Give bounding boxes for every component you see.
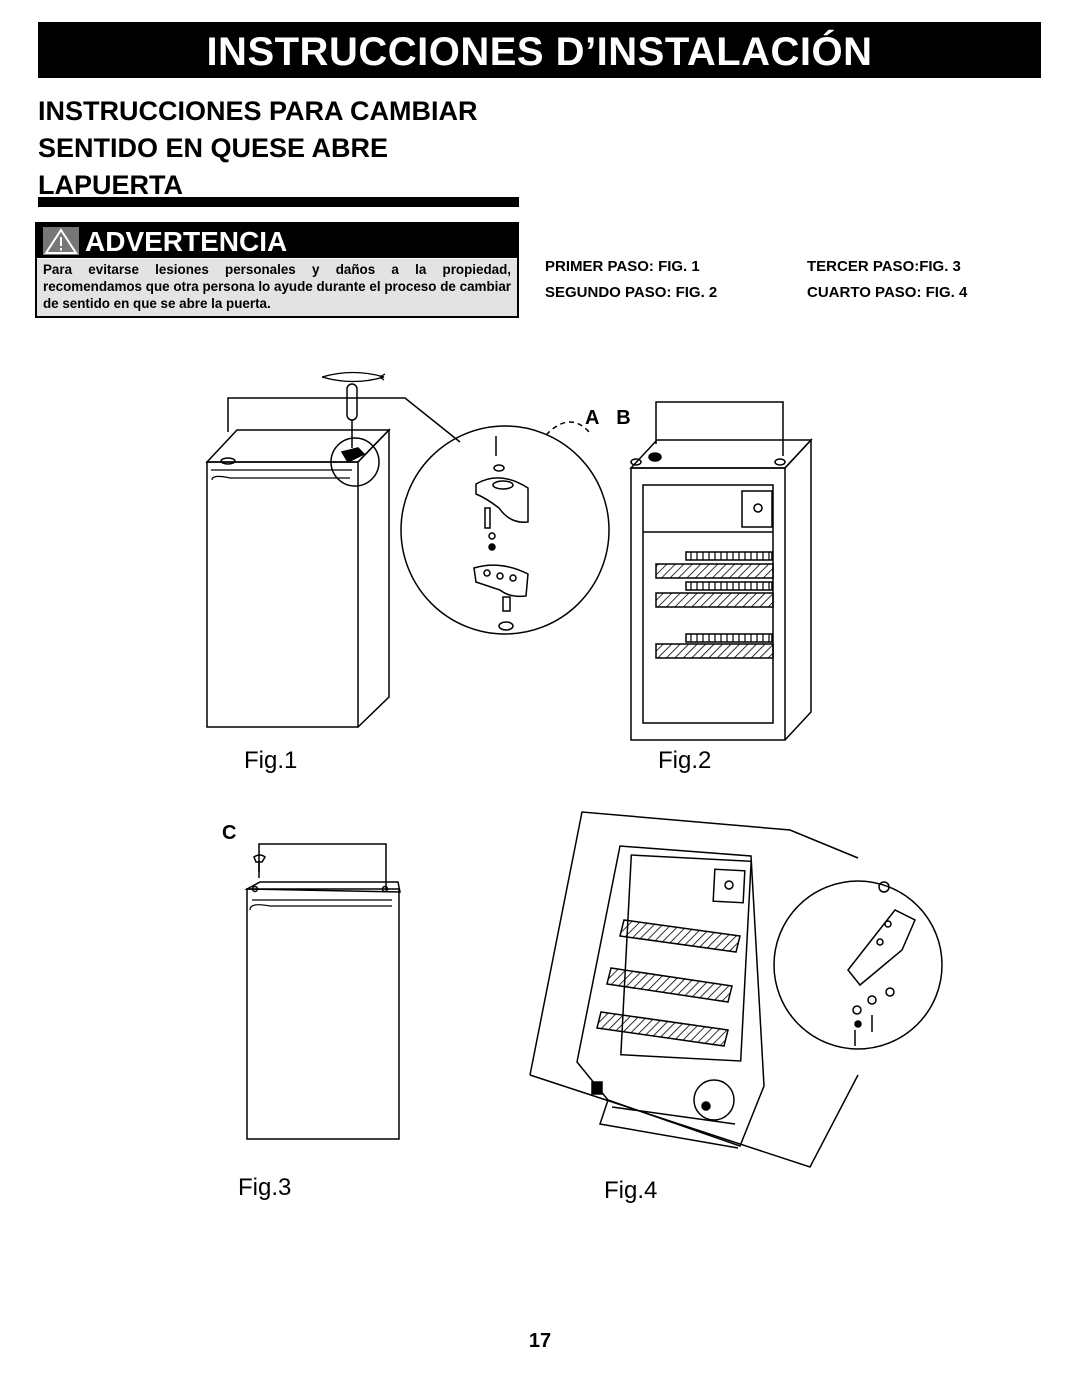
section-title-line-3: LAPUERTA — [38, 170, 183, 200]
warning-text: Para evitarse lesiones personales y daño… — [43, 262, 511, 311]
warning-header: ADVERTENCIA — [37, 224, 517, 258]
step-fourth: CUARTO PASO: FIG. 4 — [807, 284, 968, 301]
step-third: TERCER PASO:FIG. 3 — [807, 258, 961, 275]
fig4-caption: Fig.4 — [604, 1177, 658, 1204]
fig2-open-fridge — [545, 401, 813, 741]
section-title: INSTRUCCIONES PARA CAMBIAR SENTIDO EN QU… — [38, 93, 528, 204]
step-second: SEGUNDO PASO: FIG. 2 — [545, 284, 718, 301]
label-c: C — [222, 822, 237, 844]
warning-body: Para evitarse lesiones personales y daño… — [37, 259, 517, 316]
fig2-caption: Fig.2 — [658, 747, 712, 774]
warning-triangle-icon — [43, 227, 79, 255]
section-title-line-2: SENTIDO EN QUESE ABRE — [38, 133, 389, 163]
fig3-caption: Fig.3 — [238, 1174, 292, 1201]
fig1-fridge-hinge-removal — [205, 371, 610, 728]
page-number: 17 — [528, 1330, 552, 1352]
warning-box: ADVERTENCIA Para evitarse lesiones perso… — [35, 222, 519, 318]
warning-heading: ADVERTENCIA — [85, 226, 288, 257]
fig1-caption: Fig.1 — [244, 747, 298, 774]
fig4-fridge-on-back — [529, 811, 943, 1168]
section-title-line-1: INSTRUCCIONES PARA CAMBIAR — [38, 96, 478, 126]
step-first: PRIMER PASO: FIG. 1 — [545, 258, 700, 275]
section-divider — [38, 197, 519, 207]
fig3-door-panel — [244, 843, 401, 1140]
steps-column-right: TERCER PASO:FIG. 3 CUARTO PASO: FIG. 4 — [807, 254, 967, 306]
steps-column-left: PRIMER PASO: FIG. 1 SEGUNDO PASO: FIG. 2 — [545, 254, 717, 306]
label-ab: A B — [585, 407, 637, 429]
page-banner-title: INSTRUCCIONES D’INSTALACIÓN — [38, 22, 1041, 78]
